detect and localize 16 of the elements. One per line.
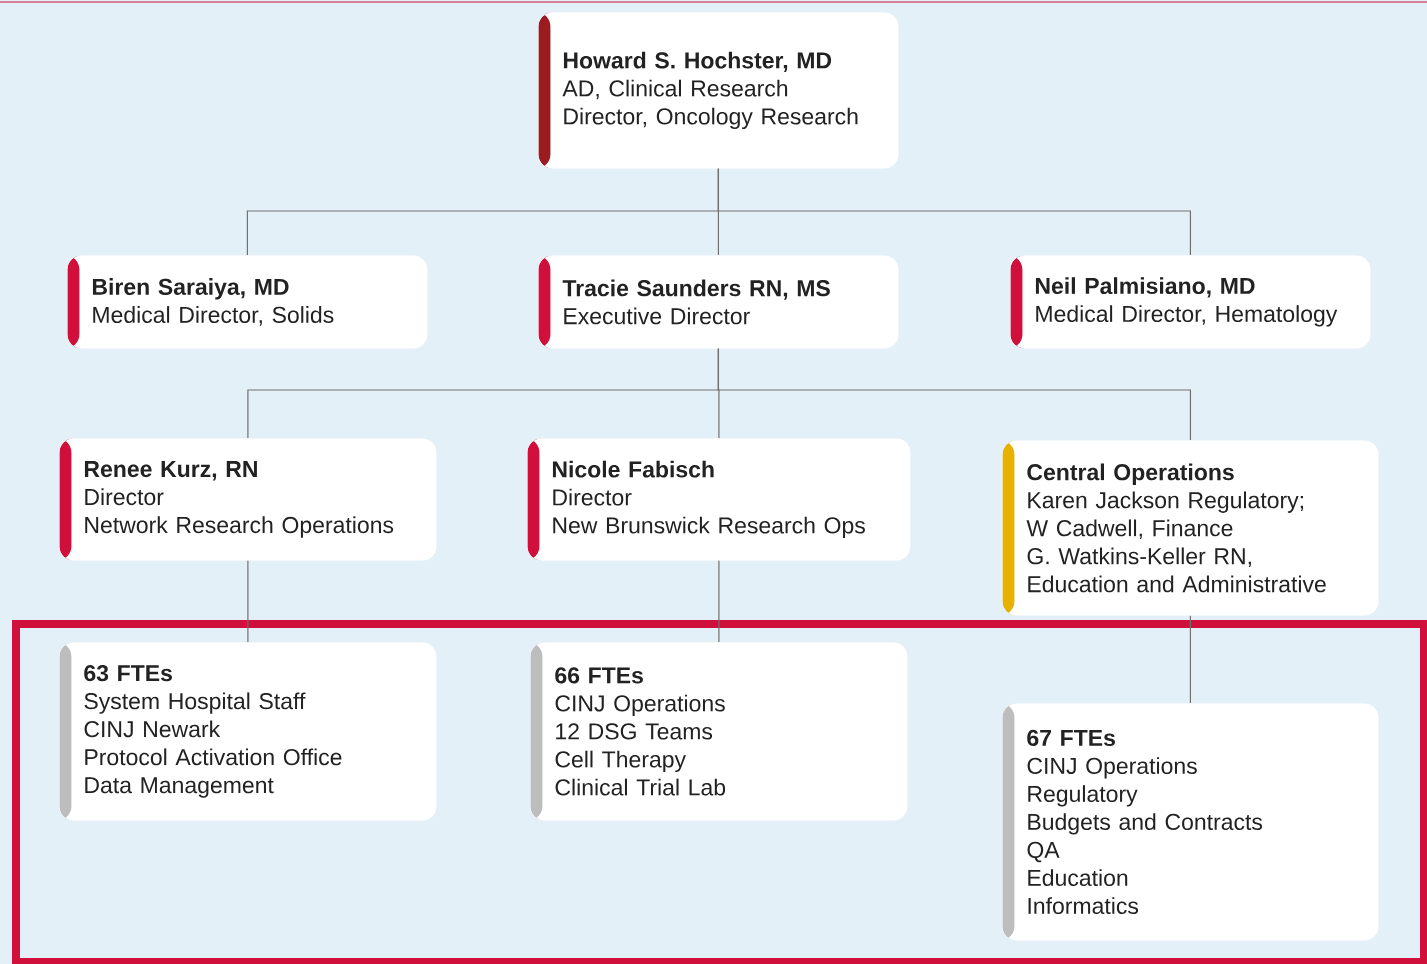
person-box: Nicole Fabisch Director New Brunswick Research Ops — [527, 438, 911, 561]
person-box: Biren Saraiya, MD Medical Director, Solids — [67, 255, 428, 349]
person-box: Renee Kurz, RN Director Network Research Operations — [59, 438, 437, 561]
person-box: Howard S. Hochster, MD AD, Clinical Research Director, Oncology Research — [538, 12, 899, 169]
person-box: 67 FTEs CINJ Operations Regulatory Budgets and Contracts QA Education Informatics — [1002, 703, 1379, 941]
connector-line — [717, 348, 1191, 441]
highlight-frame — [12, 620, 1427, 964]
connector-line — [718, 560, 720, 643]
person-box: Tracie Saunders RN, MS Executive Director — [538, 255, 899, 349]
connector-line — [717, 168, 1191, 256]
person-box: 63 FTEs System Hospital Staff CINJ Newark Protocol Activation Office Data Management — [59, 642, 437, 821]
connector-line — [247, 560, 249, 643]
person-box: Neil Palmisiano, MD Medical Director, Hematology — [1010, 255, 1371, 349]
person-box: Central Operations Karen Jackson Regulatory; W Cadwell, Finance G. Watkins-Keller RN, Education and Administrative — [1002, 440, 1379, 616]
person-box: 66 FTEs CINJ Operations 12 DSG Teams Cell Therapy Clinical Trial Lab — [530, 642, 908, 821]
connector-line — [1189, 615, 1191, 704]
